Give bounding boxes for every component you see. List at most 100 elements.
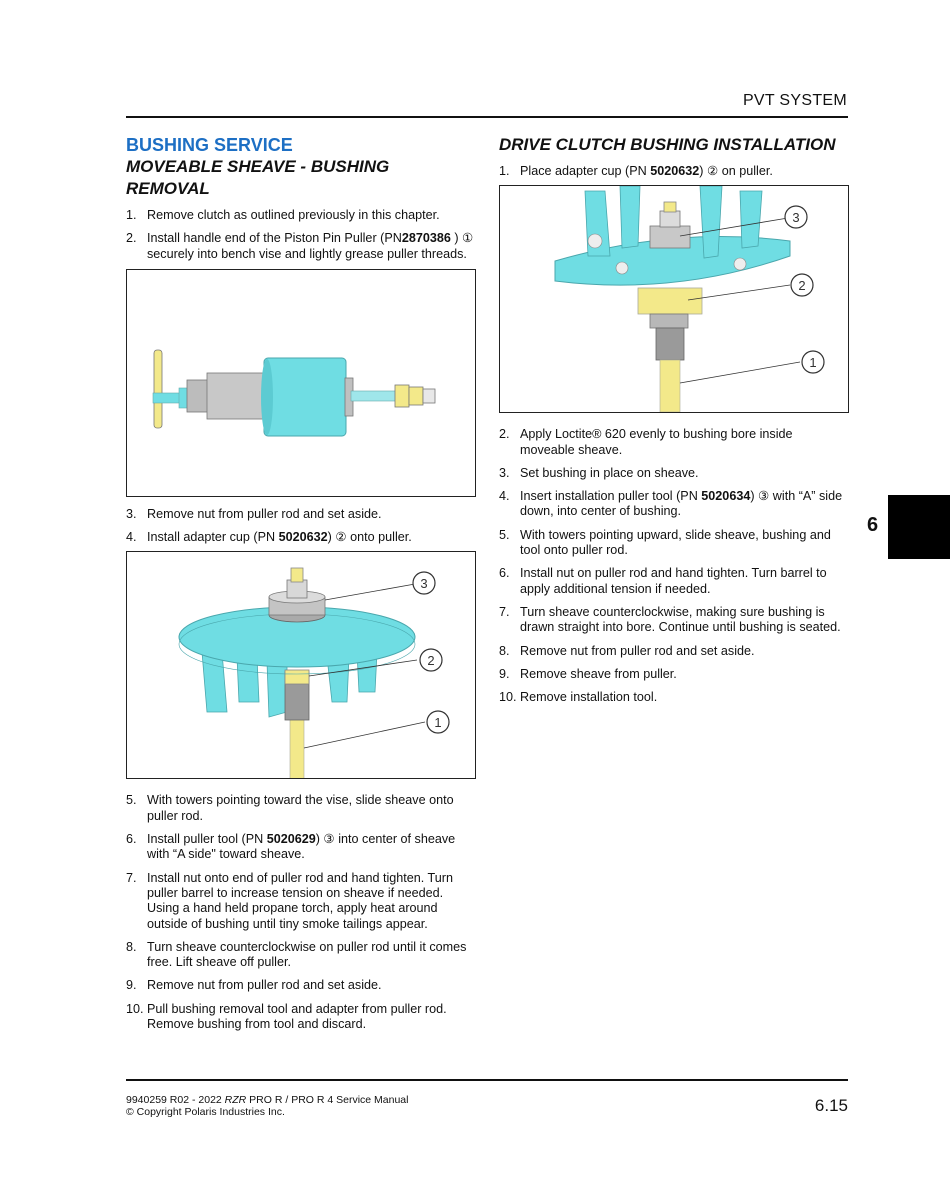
step-text: Remove installation tool. xyxy=(520,690,658,705)
step-text-post: ) ② on puller. xyxy=(699,164,773,178)
step-text: Apply Loctite® 620 evenly to bushing bor… xyxy=(520,427,793,457)
list-item: 3. Remove nut from puller rod and set asi… xyxy=(126,507,476,522)
subsection-title: MOVEABLE SHEAVE - BUSHING REMOVAL xyxy=(126,157,390,198)
list-item: 5. With towers pointing toward the vise, … xyxy=(126,793,476,824)
callout-2: 2 xyxy=(427,653,434,668)
section-title: DRIVE CLUTCH BUSHING INSTALLATION xyxy=(499,135,836,154)
manual-name: PRO R / PRO R 4 Service Manual xyxy=(246,1094,409,1106)
footer-manual-title: 9940259 R02 - 2022 RZR PRO R / PRO R 4 S… xyxy=(126,1094,408,1106)
step-text: Turn sheave counterclockwise on puller r… xyxy=(147,939,467,970)
list-item: 1.Place adapter cup (PN 5020632) ② on pu… xyxy=(499,164,849,179)
list-item: 10.Pull bushing removal tool and adapter… xyxy=(126,1002,476,1033)
list-item: 4. Insert installation puller tool (PN 50… xyxy=(499,489,849,520)
figure-adapter-cup-placement: 3 2 1 xyxy=(499,185,849,414)
step-text-post: ) ③ into center of sheave with “A side" … xyxy=(147,832,456,862)
step-text-pre: Install puller tool (PN xyxy=(147,832,267,847)
steps-list: 1.Place adapter cup (PN 5020632) ② on pu… xyxy=(499,164,849,179)
callout-1: 1 xyxy=(809,355,816,370)
step-number: 2. xyxy=(126,231,137,246)
part-number: 2870386 xyxy=(401,231,451,246)
step-text: Remove nut from puller rod and set aside… xyxy=(520,643,755,658)
list-item: 1.Remove clutch as outlined previously i… xyxy=(126,208,476,223)
step-number: 6. xyxy=(499,566,510,581)
step-number: 2. xyxy=(499,427,510,442)
step-number: 7. xyxy=(499,604,510,619)
step-number: 3. xyxy=(499,465,510,480)
steps-list: 3. Remove nut from puller rod and set asi… xyxy=(126,507,476,546)
list-item: 10.Remove installation tool. xyxy=(499,690,849,705)
steps-list: 1.Remove clutch as outlined previously i… xyxy=(126,208,476,262)
step-text-post: ) ② onto puller. xyxy=(327,530,412,545)
list-item: 6. Install nut on puller rod and hand tig… xyxy=(499,566,849,597)
step-text-pre: Insert installation puller tool (PN xyxy=(520,489,702,504)
step-text-pre: Install adapter cup (PN xyxy=(147,530,279,545)
step-number: 4. xyxy=(126,530,137,545)
sheave-on-puller-illustration: 3 2 1 xyxy=(178,568,450,779)
step-text-pre: Place adapter cup (PN xyxy=(520,164,651,178)
step-text: Install puller tool (PN 5020629) ③ into … xyxy=(147,832,476,863)
part-number: 5020634 xyxy=(701,489,751,504)
footer-document-info: 9940259 R02 - 2022 RZR PRO R / PRO R 4 S… xyxy=(126,1094,408,1118)
list-item: 8. Turn sheave counterclockwise on puller… xyxy=(126,940,476,971)
list-item: 3. Set bushing in place on sheave. xyxy=(499,466,849,481)
drive-clutch-illustration: 3 2 1 xyxy=(554,186,825,413)
step-text: Pull bushing removal tool and adapter fr… xyxy=(147,1001,447,1032)
step-text: Install handle end of the Piston Pin Pul… xyxy=(147,231,476,262)
step-text-post: ) ③ with “A” side down, into center of b… xyxy=(520,489,843,519)
left-column: BUSHING SERVICE MOVEABLE SHEAVE - BUSHIN… xyxy=(126,134,476,1032)
step-text: Set bushing in place on sheave. xyxy=(520,465,699,480)
step-text: Insert installation puller tool (PN 5020… xyxy=(520,489,849,520)
part-number: 5020629 xyxy=(266,832,316,847)
list-item: 7. Install nut onto end of puller rod and… xyxy=(126,871,476,932)
step-number: 9. xyxy=(126,978,137,993)
step-text-pre: Install handle end of the Piston Pin Pul… xyxy=(147,231,402,246)
part-number: 5020632 xyxy=(278,530,328,545)
figure-adapter-cup-on-puller: 3 2 1 xyxy=(126,551,476,780)
step-text: With towers pointing upward, slide sheav… xyxy=(520,527,831,558)
list-item: 9.Remove sheave from puller. xyxy=(499,667,849,682)
list-item: 5. With towers pointing upward, slide she… xyxy=(499,528,849,559)
page-number: 6.15 xyxy=(814,1096,848,1115)
list-item: 6. Install puller tool (PN 5020629) ③ int… xyxy=(126,832,476,863)
steps-list: 2. Apply Loctite® 620 evenly to bushing b… xyxy=(499,427,849,705)
piston-pin-puller-illustration xyxy=(152,349,436,437)
step-number: 8. xyxy=(499,643,510,658)
step-text: Install nut on puller rod and hand tight… xyxy=(520,566,827,596)
step-text: Turn sheave counterclockwise, making sur… xyxy=(520,604,841,635)
step-number: 3. xyxy=(126,506,137,521)
figure-piston-pin-puller xyxy=(126,268,476,497)
step-number: 5. xyxy=(499,527,510,542)
callout-2: 2 xyxy=(798,278,805,293)
step-text: Place adapter cup (PN 5020632) ② on pull… xyxy=(520,164,849,179)
step-text: Remove sheave from puller. xyxy=(520,666,677,681)
header-rule xyxy=(126,116,848,118)
step-text: Install adapter cup (PN 5020632) ② onto … xyxy=(147,530,476,545)
step-text: With towers pointing toward the vise, sl… xyxy=(147,793,454,823)
list-item: 7. Turn sheave counterclockwise, making s… xyxy=(499,605,849,636)
list-item: 9. Remove nut from puller rod and set asi… xyxy=(126,978,476,993)
right-column: DRIVE CLUTCH BUSHING INSTALLATION 1.Plac… xyxy=(499,134,849,705)
step-number: 8. xyxy=(126,939,137,954)
page-section-title: PVT SYSTEM xyxy=(742,92,847,109)
callout-1: 1 xyxy=(434,715,441,730)
step-number: 7. xyxy=(126,870,137,885)
step-number: 4. xyxy=(499,489,510,504)
callout-3: 3 xyxy=(792,210,799,225)
step-number: 1. xyxy=(126,208,137,222)
step-text: Install nut onto end of puller rod and h… xyxy=(147,870,453,931)
step-text: Remove nut from puller rod and set aside… xyxy=(147,506,382,521)
footer-copyright: © Copyright Polaris Industries Inc. xyxy=(126,1106,285,1118)
step-text: Remove nut from puller rod and set aside… xyxy=(147,978,382,993)
step-number: 5. xyxy=(126,793,137,808)
part-number: 5020632 xyxy=(650,164,700,178)
step-number: 6. xyxy=(126,832,137,847)
step-number: 10. xyxy=(126,1001,144,1016)
footer-rule xyxy=(126,1079,848,1081)
chapter-tab xyxy=(888,495,950,559)
list-item: 4. Install adapter cup (PN 5020632) ② ont… xyxy=(126,530,476,545)
callout-3: 3 xyxy=(420,576,427,591)
chapter-number: 6 xyxy=(867,514,879,536)
step-number: 10. xyxy=(499,690,517,705)
step-text-post: ) ① securely into bench vise and lightly… xyxy=(147,231,474,261)
list-item: 2. Apply Loctite® 620 evenly to bushing b… xyxy=(499,427,849,458)
